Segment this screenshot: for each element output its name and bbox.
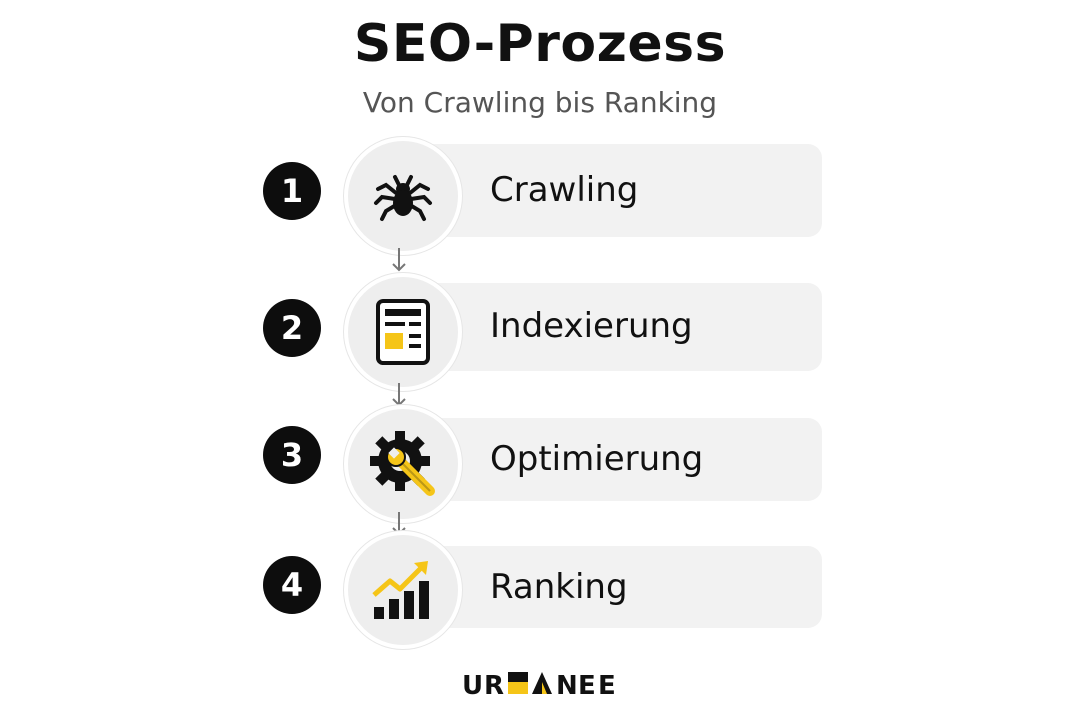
index-document-icon: [376, 299, 430, 365]
icon-circle: [344, 531, 462, 649]
spider-icon: [374, 175, 432, 221]
step-label: Crawling: [490, 170, 639, 210]
step-number-badge: 4: [263, 556, 321, 614]
step-card: [410, 283, 822, 371]
svg-text:R: R: [484, 671, 504, 700]
icon-circle: [344, 137, 462, 255]
step-card: [410, 546, 822, 628]
svg-text:E: E: [598, 671, 616, 700]
step-label: Ranking: [490, 567, 628, 607]
urbanee-logo: U R N E E: [462, 671, 616, 700]
step-number-badge: 1: [263, 162, 321, 220]
icon-circle: [344, 273, 462, 391]
gear-wrench-icon: [370, 431, 435, 496]
step-label: Indexierung: [490, 306, 693, 346]
svg-text:N: N: [556, 671, 578, 700]
rising-bar-chart-icon: [372, 561, 429, 619]
step-number-badge: 2: [263, 299, 321, 357]
brand-logo: U R N E E: [0, 668, 1080, 700]
page-subtitle: Von Crawling bis Ranking: [362, 86, 718, 119]
step-card: [410, 418, 822, 501]
arrow-down-icon: [392, 248, 406, 272]
step-number-badge: 3: [263, 426, 321, 484]
page-title: SEO-Prozess: [353, 14, 727, 74]
svg-text:U: U: [462, 671, 483, 700]
icon-circle: [344, 405, 462, 523]
svg-text:E: E: [578, 671, 596, 700]
step-card: [410, 144, 822, 237]
step-label: Optimierung: [490, 439, 704, 479]
